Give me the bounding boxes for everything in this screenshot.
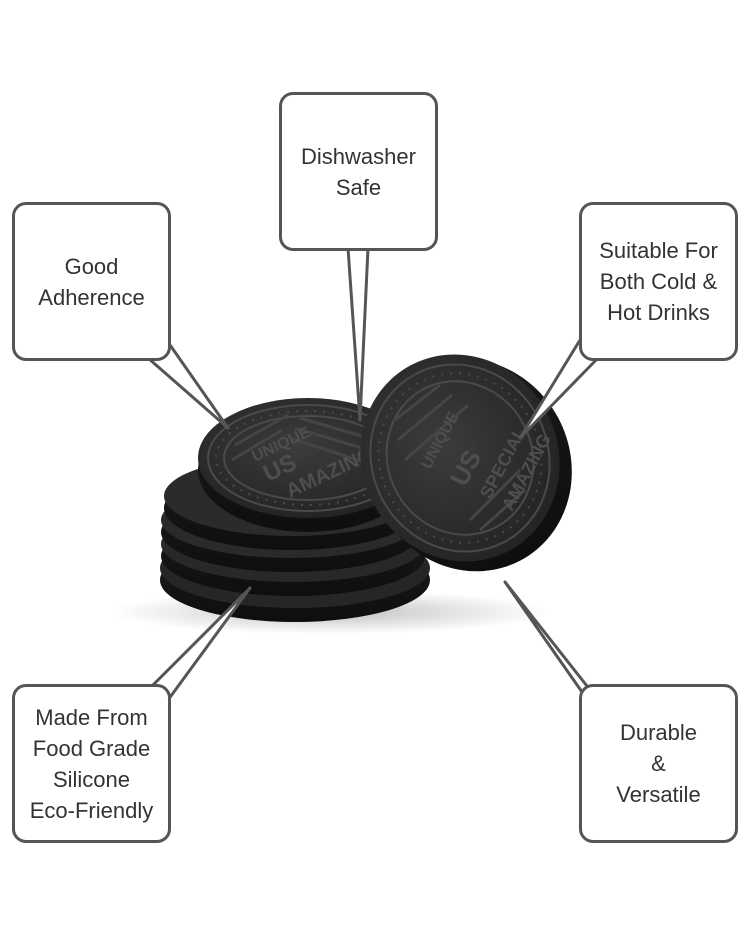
callout-text: Adherence: [38, 284, 145, 310]
callout-text: Durable: [619, 720, 698, 745]
callout-text: Good: [64, 253, 119, 279]
callout-text: &: [651, 751, 666, 776]
callout-text: Food Grade: [32, 735, 151, 761]
callout-text: Silicone: [52, 766, 131, 792]
callout-dishwasher-safe: Dishwasher Safe: [279, 92, 438, 251]
standing-coaster: UNIQUE US SPECIAL AMAZING: [360, 354, 572, 572]
stacked-coasters: UNIQUE US AMAZING: [160, 398, 430, 622]
callout-text: Dishwasher: [301, 143, 416, 169]
callout-text: Safe: [335, 174, 382, 200]
callout-durable-versatile: Durable & Versatile: [579, 684, 738, 843]
callout-text: Hot Drinks: [607, 300, 710, 325]
callout-food-grade-silicone: Made From Food Grade Silicone Eco-Friend…: [12, 684, 171, 843]
callout-cold-hot-drinks: Suitable For Both Cold & Hot Drinks: [579, 202, 738, 361]
callout-text: Suitable For: [599, 238, 718, 263]
callout-text: Made From: [35, 704, 148, 730]
callout-text: Versatile: [616, 782, 701, 807]
coaster-stack-top: UNIQUE US AMAZING: [198, 398, 418, 532]
callout-text: Both Cold &: [599, 269, 718, 294]
callout-text: Eco-Friendly: [29, 797, 154, 823]
callout-good-adherence: Good Adherence: [12, 202, 171, 361]
